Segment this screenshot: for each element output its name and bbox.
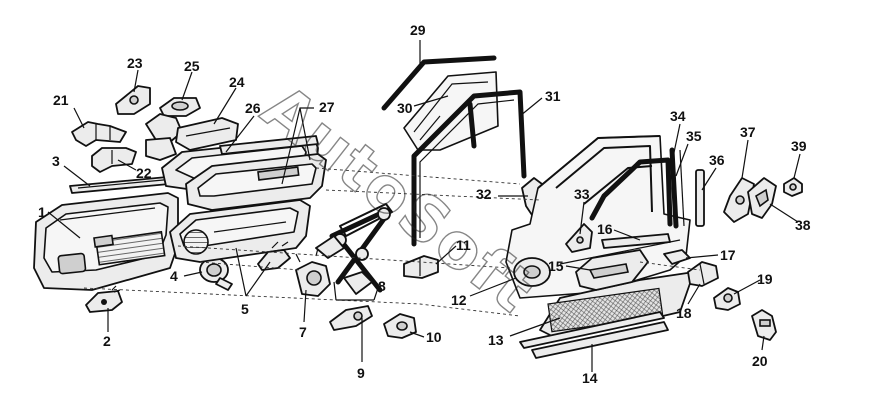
part-14-door-sill-molding bbox=[519, 311, 669, 359]
callout-32: 32 bbox=[476, 186, 492, 202]
part-10-lock-clip bbox=[383, 313, 417, 339]
callout-34: 34 bbox=[670, 108, 686, 124]
part-29-glass-run-channel bbox=[381, 55, 497, 111]
callout-35: 35 bbox=[686, 128, 702, 144]
callout-1: 1 bbox=[38, 204, 46, 220]
part-8-window-regulator bbox=[315, 203, 393, 295]
callout-37: 37 bbox=[740, 124, 756, 140]
part-21-bracket bbox=[71, 121, 127, 147]
part-35-front-window-frame bbox=[589, 157, 673, 227]
callout-27: 27 bbox=[319, 99, 335, 115]
callout-13: 13 bbox=[488, 332, 504, 348]
callout-16: 16 bbox=[597, 221, 613, 237]
part-38-door-latch bbox=[747, 177, 777, 219]
part-23-inner-handle bbox=[115, 85, 151, 115]
part-36-guide-rod bbox=[695, 169, 705, 227]
callout-24: 24 bbox=[229, 74, 245, 90]
callout-36: 36 bbox=[709, 152, 725, 168]
callout-3: 3 bbox=[52, 153, 60, 169]
callout-5: 5 bbox=[241, 301, 249, 317]
callout-4: 4 bbox=[170, 268, 178, 284]
callout-26: 26 bbox=[245, 100, 261, 116]
part-31-door-glass-frame bbox=[411, 89, 527, 247]
assembly-dashed-lines bbox=[83, 167, 701, 317]
callout-8: 8 bbox=[378, 278, 386, 294]
part-4-speaker bbox=[199, 257, 233, 291]
callout-30: 30 bbox=[397, 100, 413, 116]
callout-18: 18 bbox=[676, 305, 692, 321]
part-22-bracket bbox=[91, 147, 137, 173]
part-19-lock-cylinder bbox=[713, 287, 741, 311]
part-1-rear-door-trim-panel bbox=[33, 192, 179, 291]
callout-12: 12 bbox=[451, 292, 467, 308]
part-25-handle-cover bbox=[159, 97, 201, 117]
callout-7: 7 bbox=[299, 324, 307, 340]
callout-23: 23 bbox=[127, 55, 143, 71]
callout-20: 20 bbox=[752, 353, 768, 369]
callout-25: 25 bbox=[184, 58, 200, 74]
callout-38: 38 bbox=[795, 217, 811, 233]
part-39-striker-bolt bbox=[783, 177, 803, 197]
part-15-front-inner-handle bbox=[575, 249, 649, 291]
callout-10: 10 bbox=[426, 329, 442, 345]
callout-29: 29 bbox=[410, 22, 426, 38]
callout-33: 33 bbox=[574, 186, 590, 202]
callout-22: 22 bbox=[136, 165, 152, 181]
callout-11: 11 bbox=[456, 237, 471, 253]
callout-19: 19 bbox=[757, 271, 773, 287]
callout-15: 15 bbox=[548, 258, 564, 274]
callout-9: 9 bbox=[357, 365, 365, 381]
callout-17: 17 bbox=[720, 247, 736, 263]
callout-39: 39 bbox=[791, 138, 807, 154]
part-2-handle-escutcheon bbox=[85, 285, 123, 313]
callout-2: 2 bbox=[103, 333, 111, 349]
part-18-outer-handle bbox=[687, 261, 719, 287]
callout-14: 14 bbox=[582, 370, 598, 386]
callout-leader-lines bbox=[47, 40, 801, 372]
callout-31: 31 bbox=[545, 88, 561, 104]
part-16-window-seal-strip bbox=[601, 233, 671, 249]
callout-21: 21 bbox=[53, 92, 69, 108]
part-30-rear-door-glass bbox=[403, 71, 499, 151]
part-5-door-trim-lower bbox=[169, 199, 311, 263]
part-20-key-lock bbox=[751, 309, 777, 341]
callout-numbers: 1 2 3 4 5 7 8 9 10 11 12 13 14 15 16 17 … bbox=[38, 22, 811, 386]
part-27-trim-panel bbox=[185, 153, 327, 211]
part-34-glass-run-channel bbox=[669, 147, 685, 229]
part-9-lever bbox=[329, 305, 373, 331]
